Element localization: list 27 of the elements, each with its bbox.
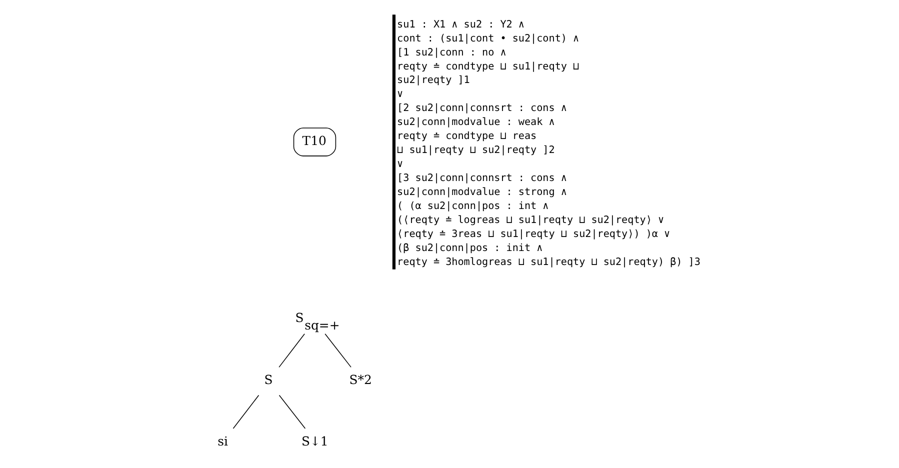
label: ⟨reqty ≐ 3reas ⊔ su1|reqty ⊔ su2|reqty⟩) )α ∨ — [397, 229, 670, 240]
label: ∨ — [397, 159, 404, 170]
node-text: S*2 — [349, 372, 372, 388]
label: su2|reqty ]1 — [397, 75, 470, 86]
label: ( (α su2|conn|pos : int ∧ — [397, 201, 549, 212]
label: reqty ≐ 3homlogreas ⊔ su1|reqty ⊔ su2|reqty) β) ]3 — [397, 256, 700, 268]
label: cont : (su1|cont • su2|cont) ∧ — [397, 33, 580, 44]
label: ∨ — [397, 89, 404, 100]
label: su1 : X1 ∧ su2 : Y2 ∧ — [397, 19, 524, 30]
label: (β su2|conn|pos : init ∧ — [397, 243, 543, 254]
label: (⟨reqty ≐ logreas ⊔ su1|reqty ⊔ su2|reqty⟩ ∨ — [397, 215, 664, 226]
connector — [278, 394, 306, 429]
connector — [324, 334, 352, 368]
label: reqty ≐ condtype ⊔ reas — [397, 131, 537, 142]
label: ⊔ su1|reqty ⊔ su2|reqty ]2 — [397, 145, 555, 156]
connector — [232, 394, 260, 429]
connector — [278, 334, 305, 368]
node-text: si — [218, 434, 228, 449]
label: su2|conn|modvalue : strong ∧ — [397, 187, 567, 198]
node-text: S↓1 — [302, 434, 328, 449]
node-box: T10 — [293, 128, 336, 156]
label: su2|conn|modvalue : weak ∧ — [397, 117, 555, 128]
label: reqty ≐ condtype ⊔ su1|reqty ⊔ — [397, 61, 580, 72]
node-text: S — [264, 372, 273, 388]
label: [2 su2|conn|connsrt : cons ∧ — [397, 103, 567, 114]
label: [3 su2|conn|connsrt : cons ∧ — [397, 173, 567, 184]
label: [1 su2|conn : no ∧ — [397, 47, 506, 58]
